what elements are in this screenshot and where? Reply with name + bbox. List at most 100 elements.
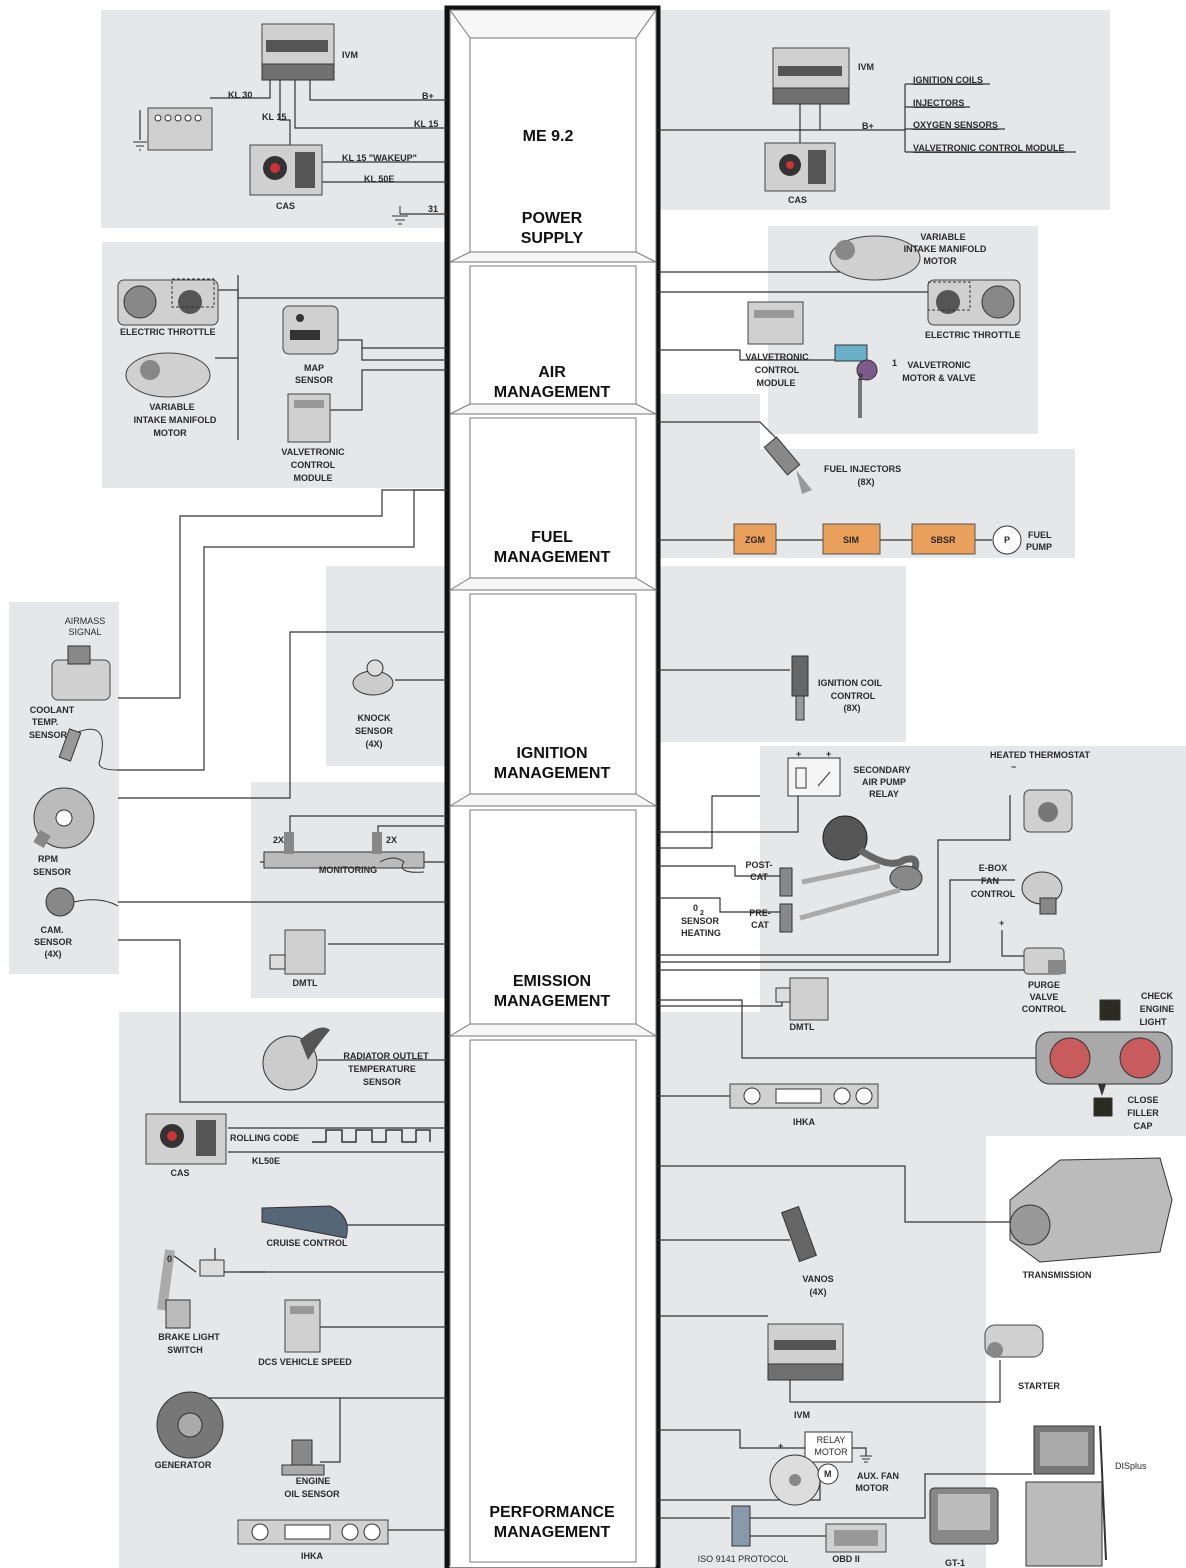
- section-air-2: MANAGEMENT: [494, 384, 611, 401]
- intake-manifold-motor-left: [125, 352, 211, 398]
- map-label-2: SENSOR: [295, 375, 334, 385]
- check-engine-light-icon: [1099, 999, 1121, 1021]
- valvetronic-module-right: [747, 301, 804, 345]
- section-performance-2: MANAGEMENT: [494, 1524, 611, 1541]
- far-left-wires: [118, 489, 447, 1103]
- dmtl-pump-right: [775, 977, 829, 1021]
- kl50e-label-perf: KL50E: [252, 1156, 280, 1166]
- sec-air-label-3: RELAY: [869, 789, 899, 799]
- map-label-1: MAP: [304, 363, 324, 373]
- purge-valve-icon: [1023, 947, 1066, 975]
- cas-label-right: CAS: [788, 195, 807, 205]
- gnd31-label: 31: [428, 204, 438, 214]
- fuel-pump-symbol: [992, 525, 1022, 555]
- map-sensor-icon: [282, 305, 339, 355]
- ivm-module-perf: [767, 1323, 844, 1381]
- cam-label-1: CAM.: [41, 925, 64, 935]
- radiator-label-3: SENSOR: [363, 1077, 402, 1087]
- airmass-label-2: SIGNAL: [68, 627, 101, 637]
- check-engine-label-2: ENGINE: [1140, 1004, 1175, 1014]
- fuel-pump-label-2: PUMP: [1026, 542, 1052, 552]
- precat-label-1: PRE-: [749, 908, 771, 918]
- oil-label-2: OIL SENSOR: [284, 1489, 340, 1499]
- section-ignition-2: MANAGEMENT: [494, 765, 611, 782]
- ivm-label-right: IVM: [858, 62, 874, 72]
- dmtl-label-right: DMTL: [790, 1022, 815, 1032]
- cruise-control-label: CRUISE CONTROL: [267, 1238, 349, 1248]
- fuel-injectors-label-2: (8X): [857, 477, 874, 487]
- post-cat-o2-sensor: [779, 867, 793, 897]
- postcat-label-2: CAT: [750, 872, 768, 882]
- ihka-panel-right: [729, 1083, 879, 1109]
- cam-label-2: SENSOR: [34, 937, 73, 947]
- module-title: ME 9.2: [523, 128, 574, 145]
- o2-heating-label-2: HEATING: [681, 928, 721, 938]
- vt-num-1: 1: [892, 358, 897, 368]
- coil-label-2: CONTROL: [831, 691, 876, 701]
- cam-sensor-icon: [45, 887, 119, 917]
- relay-label-2: MOTOR: [814, 1447, 848, 1457]
- coolant-label-3: SENSOR: [29, 730, 68, 740]
- aux-fan-m: M: [824, 1469, 832, 1479]
- generator-icon: [156, 1391, 224, 1459]
- filler-cap-label-3: CAP: [1133, 1121, 1152, 1131]
- sim-label: SIM: [843, 535, 859, 545]
- close-filler-cap-icon: [1093, 1097, 1113, 1117]
- gt1-label: GT-1: [945, 1558, 965, 1568]
- kl15-wakeup-label: KL 15 "WAKEUP": [342, 153, 417, 163]
- electric-throttle-left: [117, 278, 219, 326]
- cas-label-perf: CAS: [170, 1168, 189, 1178]
- manifold-left-2: INTAKE MANIFOLD: [134, 415, 217, 425]
- knock-label-1: KNOCK: [358, 713, 391, 723]
- obd2-label: OBD II: [832, 1554, 860, 1564]
- rpm-label-1: RPM: [38, 854, 58, 864]
- airmass-label-1: AIRMASS: [65, 616, 106, 626]
- filler-cap-label-2: FILLER: [1127, 1108, 1159, 1118]
- vt-motor-right-2: MOTOR & VALVE: [902, 373, 976, 383]
- ivm-module-left: [261, 23, 335, 81]
- coil-label-1: IGNITION COIL: [818, 678, 883, 688]
- knock-label-2: SENSOR: [355, 726, 394, 736]
- load-valvetronic-module: VALVETRONIC CONTROL MODULE: [913, 143, 1065, 153]
- o2-label: 0: [693, 903, 698, 913]
- load-injectors: INJECTORS: [913, 98, 964, 108]
- transmission-icon: [1009, 1157, 1173, 1263]
- cas-label-left: CAS: [276, 201, 295, 211]
- me92-module-column: [444, 5, 661, 1568]
- sec-air-label-1: SECONDARY: [853, 765, 910, 775]
- valvetronic-module-left: [287, 393, 331, 443]
- iso9141-label: ISO 9141 PROTOCOL: [698, 1554, 789, 1564]
- gt1-tester-icon: [929, 1487, 999, 1545]
- ivm-label-perf: IVM: [794, 1410, 810, 1420]
- relay-plus-1: +: [796, 749, 801, 759]
- load-ignition-coils: IGNITION COILS: [913, 75, 983, 85]
- pre-cat-o2-sensor: [779, 903, 793, 933]
- section-fuel-2: MANAGEMENT: [494, 549, 611, 566]
- displus-label: DISplus: [1115, 1461, 1147, 1471]
- emis-2x-b: 2X: [386, 835, 397, 845]
- post-cat-arrow: [801, 863, 881, 885]
- purge-label-1: PURGE: [1028, 980, 1060, 990]
- sec-air-label-2: AIR PUMP: [862, 777, 906, 787]
- coil-label-3: (8X): [843, 703, 860, 713]
- iso9141-connector-icon: [731, 1505, 751, 1547]
- vt-module-right-3: MODULE: [757, 378, 796, 388]
- transmission-label: TRANSMISSION: [1022, 1270, 1091, 1280]
- fuel-pump-label-1: FUEL: [1028, 530, 1052, 540]
- displus-tester-icon: [1025, 1425, 1107, 1567]
- sbsr-label: SBSR: [930, 535, 956, 545]
- filler-cap-label-1: CLOSE: [1127, 1095, 1158, 1105]
- purge-label-3: CONTROL: [1022, 1004, 1067, 1014]
- ebox-label-1: E-BOX: [979, 863, 1008, 873]
- exhaust-monitoring-icon: [263, 832, 425, 873]
- secondary-air-pump-icon: [822, 815, 923, 891]
- section-power-supply-2: SUPPLY: [521, 230, 584, 247]
- brake-label-1: BRAKE LIGHT: [158, 1332, 220, 1342]
- throttle-label-right: ELECTRIC THROTTLE: [925, 330, 1021, 340]
- zgm-gateway-box: [733, 523, 777, 555]
- vt-num-2: 2: [858, 372, 863, 382]
- coolant-sensor-icon: [58, 728, 119, 771]
- coolant-label-1: COOLANT: [30, 705, 75, 715]
- thermostat-label: HEATED THERMOSTAT: [990, 750, 1090, 760]
- starter-label: STARTER: [1018, 1381, 1060, 1391]
